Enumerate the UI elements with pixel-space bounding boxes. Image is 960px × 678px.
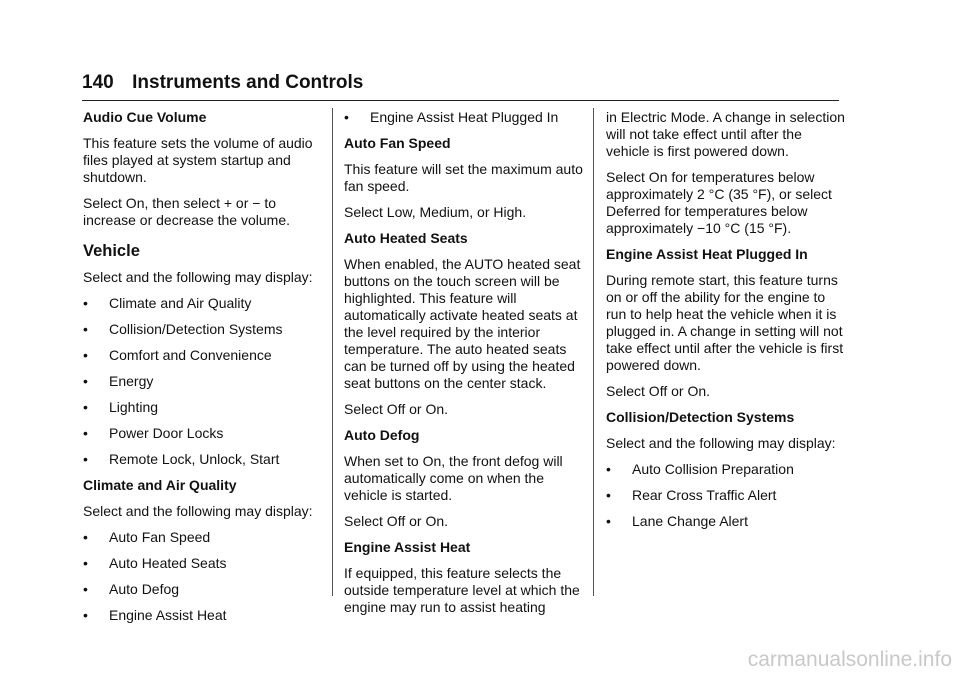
list-item: • Lane Change Alert <box>606 513 846 530</box>
bullet: • <box>606 487 611 503</box>
list-item-text: Engine Assist Heat <box>109 607 227 623</box>
paragraph: Select Low, Medium, or High. <box>344 204 527 220</box>
page-title: Instruments and Controls <box>132 72 364 93</box>
bullet: • <box>83 607 88 623</box>
list-item-text: Power Door Locks <box>109 425 224 441</box>
list-item-text: Collision/Detection Systems <box>109 321 283 337</box>
paragraph: Select and the following may display: <box>83 503 313 519</box>
list-item-text: Rear Cross Traffic Alert <box>632 487 777 503</box>
paragraph: This feature will set the maximum auto f… <box>344 161 583 194</box>
paragraph: Select and the following may display: <box>606 435 836 451</box>
section-heading: Engine Assist Heat <box>344 539 471 555</box>
paragraph: Select On, then select + or − to increas… <box>83 195 290 228</box>
paragraph: Select Off or On. <box>606 383 711 399</box>
list-item-text: Climate and Air Quality <box>109 295 252 311</box>
list-item-text: Auto Collision Preparation <box>632 461 794 477</box>
watermark: carmanualsonline.info <box>747 648 952 671</box>
bullet: • <box>83 321 88 337</box>
list-item-text: Lane Change Alert <box>632 513 748 529</box>
list-item-text: Auto Defog <box>109 581 180 597</box>
bullet: • <box>83 425 88 441</box>
bullet: • <box>83 529 88 545</box>
list-item-text: Lighting <box>109 399 159 415</box>
bullet-list: • Auto Collision Preparation • Rear Cross T… <box>606 461 846 530</box>
list-item: • Lighting <box>83 399 323 416</box>
list-item-text: Remote Lock, Unlock, Start <box>109 451 280 467</box>
list-item: • Engine Assist Heat Plugged In <box>344 109 584 126</box>
list-item: • Power Door Locks <box>83 425 323 442</box>
page-header: 140 Instruments and Controls <box>82 70 839 101</box>
paragraph: in Electric Mode. A change in selection … <box>606 109 845 159</box>
section-heading: Engine Assist Heat Plugged In <box>606 246 808 262</box>
paragraph: Select and the following may display: <box>83 269 313 285</box>
paragraph: During remote start, this feature turns … <box>606 272 844 373</box>
column-divider <box>593 108 594 596</box>
list-item: • Energy <box>83 373 323 390</box>
section-heading: Collision/Detection Systems <box>606 409 795 425</box>
paragraph: This feature sets the volume of audio fi… <box>83 135 313 185</box>
bullet: • <box>83 399 88 415</box>
section-heading: Auto Defog <box>344 427 420 443</box>
list-item: • Rear Cross Traffic Alert <box>606 487 846 504</box>
list-item-text: Comfort and Convenience <box>109 347 272 363</box>
column-2: • Engine Assist Heat Plugged In Auto Fan… <box>344 109 584 625</box>
section-heading: Auto Fan Speed <box>344 135 451 151</box>
bullet: • <box>83 555 88 571</box>
list-item: • Auto Heated Seats <box>83 555 323 572</box>
list-item: • Auto Defog <box>83 581 323 598</box>
bullet: • <box>83 581 88 597</box>
list-item: • Auto Collision Preparation <box>606 461 846 478</box>
bullet: • <box>83 347 88 363</box>
list-item: • Remote Lock, Unlock, Start <box>83 451 323 468</box>
list-item: • Collision/Detection Systems <box>83 321 323 338</box>
paragraph: Select On for temperatures below approxi… <box>606 169 832 236</box>
bullet-list: • Auto Fan Speed • Auto Heated Seats • Auto D… <box>83 529 323 624</box>
list-item-text: Energy <box>109 373 154 389</box>
page-number: 140 <box>82 72 114 93</box>
section-heading: Auto Heated Seats <box>344 230 468 246</box>
paragraph: Select Off or On. <box>344 401 449 417</box>
list-item: • Comfort and Convenience <box>83 347 323 364</box>
column-divider <box>332 108 333 596</box>
paragraph: When set to On, the front defog will aut… <box>344 453 563 503</box>
bullet: • <box>606 461 611 477</box>
list-item-text: Engine Assist Heat Plugged In <box>370 109 559 125</box>
column-3: in Electric Mode. A change in selection … <box>606 109 846 539</box>
bullet: • <box>83 451 88 467</box>
section-heading: Audio Cue Volume <box>83 109 207 125</box>
section-heading: Climate and Air Quality <box>83 477 237 493</box>
bullet: • <box>344 109 349 125</box>
paragraph: If equipped, this feature selects the ou… <box>344 565 580 615</box>
list-item-text: Auto Fan Speed <box>109 529 211 545</box>
column-1: Audio Cue Volume This feature sets the v… <box>83 109 323 633</box>
paragraph: When enabled, the AUTO heated seat butto… <box>344 256 581 391</box>
list-item: • Auto Fan Speed <box>83 529 323 546</box>
bullet: • <box>83 295 88 311</box>
bullet: • <box>83 373 88 389</box>
bullet: • <box>606 513 611 529</box>
bullet-list: • Climate and Air Quality • Collision/Detec… <box>83 295 323 468</box>
list-item-text: Auto Heated Seats <box>109 555 227 571</box>
list-item: • Engine Assist Heat <box>83 607 323 624</box>
list-item: • Climate and Air Quality <box>83 295 323 312</box>
section-heading: Vehicle <box>83 242 140 260</box>
paragraph: Select Off or On. <box>344 513 449 529</box>
